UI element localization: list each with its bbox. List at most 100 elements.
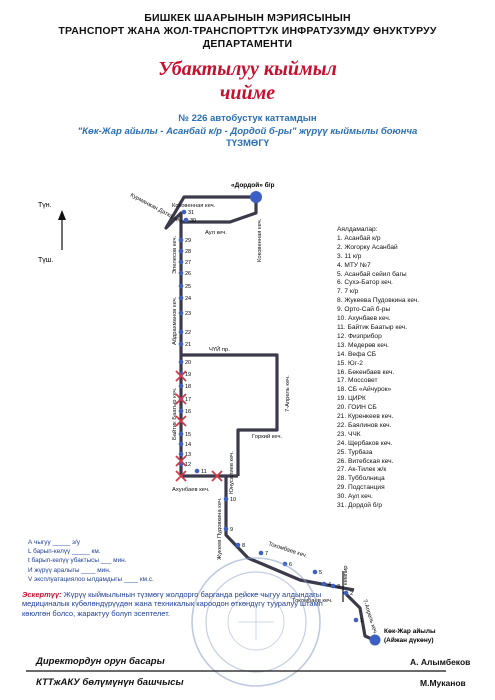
signature-left-1: Директордун орун басары: [36, 656, 165, 667]
stop-marker: [178, 259, 184, 265]
stop-marker: [343, 590, 349, 596]
street-april7: 7-Апрель кеч.: [285, 375, 291, 412]
stop-marker: [181, 209, 187, 215]
stop-list-item: 13. Медерөв кеч.: [337, 341, 389, 349]
stop-marker: [178, 408, 184, 414]
stop-list-item: 24. Щербаков кеч.: [337, 439, 393, 447]
stop-list-item: 8. Жукеева Пудовкина кеч.: [337, 297, 420, 305]
param-interval: И жүрүү аралыгы ____ мин.: [28, 566, 111, 574]
stop-marker: [178, 341, 184, 347]
stop-number-label: 22: [185, 330, 191, 336]
stop-marker: [194, 468, 200, 474]
stop-list-item: 18. СБ «Айчурок»: [337, 386, 392, 394]
stop-list-item: 1. Асанбай к/р: [337, 234, 381, 242]
stop-list-item: 26. Витебская кеч.: [337, 457, 394, 465]
subtitle-line-2: "Көк-Жар айылы - Асанбай к/р - Дордой б-…: [77, 126, 418, 137]
stop-number-label: 13: [185, 452, 191, 458]
stop-number-label: 17: [185, 397, 191, 403]
stop-list-item: 5. Асанбай сейил багы: [337, 270, 407, 278]
param-departure: А чыгуу _____ з/у: [28, 539, 80, 546]
stop-list-item: 15. Юг-2: [337, 359, 363, 367]
stops-title: Аялдамалар:: [337, 226, 378, 233]
param-distance: L барып-келүү _____ км.: [28, 548, 101, 556]
compass-south-label: Түш.: [38, 257, 53, 264]
stop-number-label: 15: [185, 432, 191, 438]
stop-marker: [223, 526, 229, 532]
street-akhunbaev: Ахунбаев кеч.: [172, 487, 210, 493]
stop-marker: [178, 270, 184, 276]
street-kempir: кемпир: [343, 566, 349, 585]
stop-list-item: 20. ГОИН СБ: [337, 404, 377, 412]
stop-marker: [178, 237, 184, 243]
stop-list-item: 22. Баялинов кеч.: [337, 421, 392, 429]
street-ebelesov: Эпелесов кеч.: [172, 236, 178, 274]
closure-marks: [175, 370, 223, 482]
stop-number-label: 27: [185, 260, 191, 266]
stop-list-item: 16. Бекенбаев кеч.: [337, 368, 395, 376]
stop-marker: [353, 617, 359, 623]
stop-list-item: 2. Жогорку Асанбай: [337, 243, 398, 251]
stop-list-item: 12. Физприбор: [337, 332, 382, 340]
compass-arrow-icon: [58, 210, 66, 250]
street-gorkiy: Горкий кеч.: [252, 433, 282, 440]
stop-number-label: 6: [289, 562, 292, 568]
param-round-trip-time: t барып-келүү убактысы ___ мин.: [28, 557, 127, 565]
subtitle-line-1: № 226 автобустук каттамдын: [178, 113, 317, 124]
stop-list-item: 23. ЧЧК: [337, 430, 361, 438]
stop-marker: [183, 217, 189, 223]
stop-marker: [178, 451, 184, 457]
stop-number-label: 25: [185, 284, 191, 290]
street-chui: ЧҮЙ пр.: [209, 345, 230, 353]
stop-number-label: 10: [230, 497, 236, 503]
stop-list-item: 31. Дордой б/р: [337, 502, 383, 510]
title-line-1: Убактылуу кыймыл: [158, 58, 337, 80]
stop-marker: [178, 383, 184, 389]
stop-list-item: 14. Вефа СБ: [337, 350, 377, 358]
street-yunusaliev: Юнусалиев кеч.: [229, 451, 235, 494]
stop-list-item: 27. Ак-Тилек ж/к: [337, 466, 387, 474]
signature-divider: [26, 670, 446, 672]
stop-number-label: 9: [230, 527, 233, 533]
terminal-dordoi-label: «Дордой» б/р: [231, 181, 274, 189]
stop-marker: [178, 441, 184, 447]
stop-number-label: 24: [185, 296, 191, 302]
stop-marker: [312, 569, 318, 575]
stop-number-label: 14: [185, 442, 191, 448]
stop-number-label: 20: [185, 360, 191, 366]
signature-left-2: КТТжАКУ бөлүмүнүн башчысы: [36, 677, 184, 688]
stop-number-label: 5: [319, 570, 322, 576]
subtitle-line-3: ТҮЗМӨГҮ: [225, 138, 269, 149]
header-line-2: ТРАНСПОРТ ЖАНА ЖОЛ-ТРАНСПОРТТУК ИНФРАТУЗ…: [58, 25, 437, 37]
stop-number-label: 31: [188, 210, 194, 216]
stop-number-label: 4: [328, 582, 331, 588]
terminal-kokzhar: [369, 634, 381, 646]
route-parameters: А чыгуу _____ з/у L барып-келүү _____ км…: [28, 538, 218, 584]
stop-list-item: 3. 11 к/р: [337, 252, 362, 260]
stop-number-label: 8: [242, 543, 245, 549]
stop-list-item: 21. Куренкеев кеч.: [337, 413, 394, 421]
title-line-2: чийме: [219, 82, 276, 104]
street-tokombaev-2: Токомбаев кеч.: [292, 598, 333, 604]
stop-number-label: 29: [185, 238, 191, 244]
signature-right-2: М.Муканов: [420, 678, 466, 688]
stop-marker: [178, 283, 184, 289]
stop-number-label: 3: [337, 584, 340, 590]
terminal-dordoi: [250, 191, 262, 203]
stop-list-item: 9. Орто-Сай б-ры: [337, 306, 391, 314]
stop-marker: [178, 359, 184, 365]
header-line-3: ДЕПАРТАМЕНТИ: [202, 38, 293, 50]
stop-list-item: 29. Подстанция: [337, 484, 385, 492]
note-label: Эскертүү:: [22, 590, 62, 599]
street-zhukeev: Жукеев Пудовкина кеч.: [217, 497, 223, 560]
stop-marker: [178, 329, 184, 335]
street-kokovennaya-top: Коковенная кеч.: [172, 203, 216, 209]
stop-list-item: 10. Ахунбаев кеч.: [337, 315, 391, 323]
signature-right-1: А. Алымбеков: [410, 657, 471, 667]
stop-list-item: 25. Турбаза: [337, 448, 373, 456]
stop-list-item: 6. Сухэ-Батор кеч.: [337, 279, 393, 287]
stop-marker: [178, 295, 184, 301]
stop-list-item: 28. Тубболница: [337, 475, 385, 483]
stop-number-label: 30: [190, 218, 196, 224]
stop-number-label: 28: [185, 249, 191, 255]
